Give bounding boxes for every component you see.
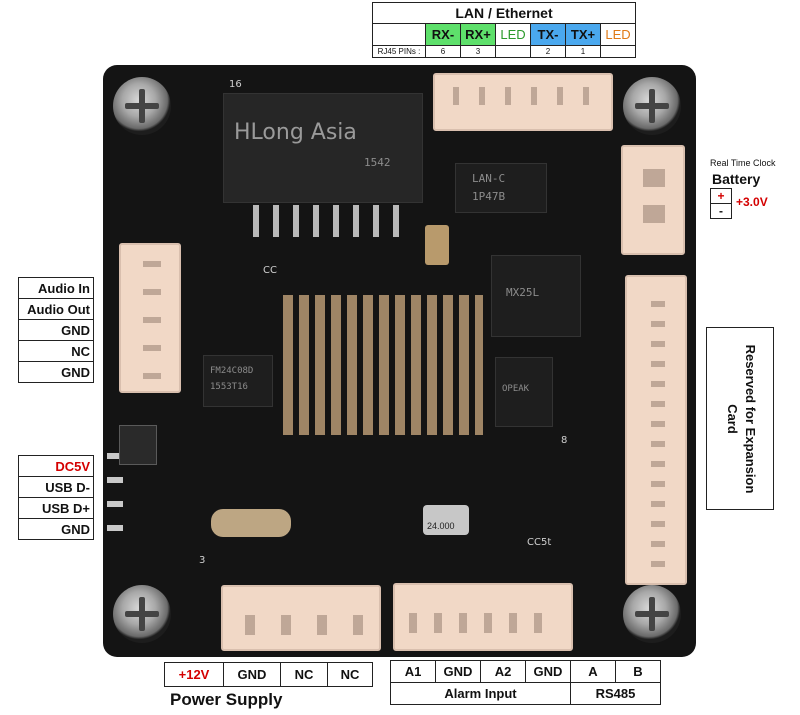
expansion-connector bbox=[625, 275, 687, 585]
battery-label: Battery bbox=[712, 171, 761, 187]
mount-screw-bottom-left bbox=[113, 585, 171, 643]
crystal-oscillator: 24.000 bbox=[423, 505, 469, 535]
lan-pin-tx-minus: TX- bbox=[530, 23, 566, 46]
rj45-pin-1: 1 bbox=[565, 45, 601, 58]
power-supply-title: Power Supply bbox=[170, 690, 283, 709]
peak-chip: OPEAK bbox=[495, 357, 553, 427]
alarm-pin-a1: A1 bbox=[390, 660, 436, 683]
rtc-title: Real Time Clock bbox=[710, 158, 776, 168]
power-pin-gnd: GND bbox=[223, 662, 281, 687]
lan-pin-rx-plus: RX+ bbox=[460, 23, 496, 46]
rj45-pin-led-1 bbox=[495, 45, 531, 58]
usb-pin-gnd: GND bbox=[18, 518, 94, 540]
rs485-pin-b: B bbox=[615, 660, 661, 683]
lanc-label: LAN-C bbox=[472, 172, 506, 185]
alarm-rs485-table: A1 GND A2 GND A B Alarm Input RS485 bbox=[390, 660, 661, 705]
audio-pin-nc: NC bbox=[18, 340, 94, 362]
alarm-pin-a2: A2 bbox=[480, 660, 526, 683]
power-connector bbox=[221, 585, 381, 651]
expansion-label-box: Reserved for Expansion Card bbox=[706, 327, 774, 510]
alarm-pin-gnd-2: GND bbox=[525, 660, 571, 683]
silk-cc: CC bbox=[263, 265, 277, 276]
lan-connector bbox=[433, 73, 613, 131]
crystal-label: 24.000 bbox=[427, 521, 455, 531]
audio-pin-audio-in: Audio In bbox=[18, 277, 94, 299]
rs485-label: RS485 bbox=[570, 682, 661, 705]
audio-pin-gnd-1: GND bbox=[18, 319, 94, 341]
rs485-pin-a: A bbox=[570, 660, 616, 683]
peak-chip-label: OPEAK bbox=[502, 384, 530, 394]
rj45-pin-3: 3 bbox=[460, 45, 496, 58]
flash-chip-label: MX25L bbox=[506, 286, 540, 299]
audio-pin-gnd-2: GND bbox=[18, 361, 94, 383]
lan-pin-led-2: LED bbox=[600, 23, 636, 46]
lan-controller-chip: LAN-C 1P47B bbox=[455, 163, 547, 213]
capacitor bbox=[425, 225, 449, 265]
flash-memory-chip: MX25L bbox=[491, 255, 581, 337]
rtc-battery-connector bbox=[621, 145, 685, 255]
alarm-input-label: Alarm Input bbox=[390, 682, 571, 705]
battery-polarity: + - bbox=[710, 188, 732, 219]
transformer-pins bbox=[253, 205, 413, 237]
lan-pin-table: LAN / Ethernet RX- RX+ LED TX- TX+ LED R… bbox=[372, 2, 636, 58]
mount-screw-bottom-right bbox=[623, 585, 681, 643]
transformer-code: 1542 bbox=[364, 156, 391, 169]
expansion-label: Reserved for Expansion Card bbox=[725, 344, 758, 494]
camera-board: HLong Asia 1542 16 LAN-C 1P47B MX25L FM2… bbox=[103, 65, 696, 657]
transformer-label: HLong Asia bbox=[234, 120, 357, 145]
power-pin-nc-1: NC bbox=[280, 662, 328, 687]
lan-title: LAN / Ethernet bbox=[372, 2, 636, 24]
power-pin-nc-2: NC bbox=[327, 662, 373, 687]
smd-component-array bbox=[283, 295, 483, 435]
alarm-pin-gnd-1: GND bbox=[435, 660, 481, 683]
lan-pin-tx-plus: TX+ bbox=[565, 23, 601, 46]
power-pin-table: +12V GND NC NC bbox=[164, 662, 373, 687]
lan-pin-led-1: LED bbox=[495, 23, 531, 46]
silk-cc5: CC5t bbox=[527, 537, 552, 548]
power-pin-12v: +12V bbox=[164, 662, 224, 687]
usb-pin-table: DC5V USB D- USB D+ GND bbox=[18, 455, 94, 540]
silk-3: 3 bbox=[199, 555, 206, 566]
usb-pin-d-minus: USB D- bbox=[18, 476, 94, 498]
ethernet-transformer: HLong Asia 1542 bbox=[223, 93, 423, 203]
lan-pin-rx-minus: RX- bbox=[425, 23, 461, 46]
audio-pin-audio-out: Audio Out bbox=[18, 298, 94, 320]
mount-screw-top-right bbox=[623, 77, 681, 135]
rj45-pin-6: 6 bbox=[425, 45, 461, 58]
usb-pin-d-plus: USB D+ bbox=[18, 497, 94, 519]
battery-minus: - bbox=[710, 203, 732, 219]
lanc-code: 1P47B bbox=[472, 190, 506, 203]
battery-voltage: +3.0V bbox=[736, 195, 768, 209]
eeprom-chip: FM24C08D 1553T16 bbox=[203, 355, 273, 407]
eeprom-label: FM24C08D bbox=[210, 366, 254, 376]
inductor bbox=[119, 425, 157, 465]
rj45-pins-label: RJ45 PINs : bbox=[372, 45, 426, 58]
rj45-pin-led-2 bbox=[600, 45, 636, 58]
mount-screw-top-left bbox=[113, 77, 171, 135]
usb-pin-dc5v: DC5V bbox=[18, 455, 94, 477]
silk-16: 16 bbox=[229, 79, 242, 90]
rj45-pin-2: 2 bbox=[530, 45, 566, 58]
eeprom-code: 1553T16 bbox=[210, 382, 248, 392]
audio-pin-table: Audio In Audio Out GND NC GND bbox=[18, 277, 94, 383]
power-capacitor bbox=[211, 509, 291, 537]
alarm-rs485-connector bbox=[393, 583, 573, 651]
audio-connector bbox=[119, 243, 181, 393]
silk-8: 8 bbox=[561, 435, 568, 446]
battery-plus: + bbox=[710, 188, 732, 204]
